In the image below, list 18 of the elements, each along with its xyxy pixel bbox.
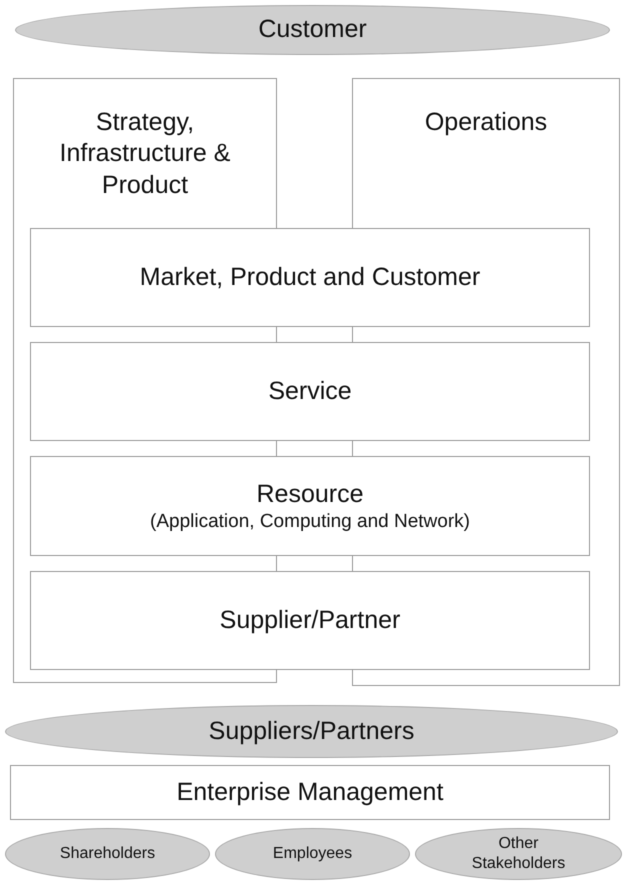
ellipse-label: Employees [272,844,352,864]
layer-title: Resource [256,478,364,510]
column-title: Strategy, Infrastructure & Product [58,107,232,200]
layer-title: Enterprise Management [176,776,444,808]
layer-box [30,571,590,670]
layer-title: Market, Product and Customer [140,262,480,293]
layer-subtitle: (Application, Computing and Network) [150,510,470,534]
ellipse-label: Other Stakeholders [470,834,566,874]
ellipse-label: Suppliers/Partners [208,716,414,747]
column-title: Operations [424,107,548,138]
layer-title: Service [268,376,352,407]
layer-box [30,456,590,556]
layer-box [30,342,590,441]
layer-box [10,765,610,820]
layer-title: Supplier/Partner [220,604,400,636]
ellipse-label: Customer [258,14,367,46]
layer-box [30,228,590,327]
ellipse-label: Shareholders [60,844,156,864]
